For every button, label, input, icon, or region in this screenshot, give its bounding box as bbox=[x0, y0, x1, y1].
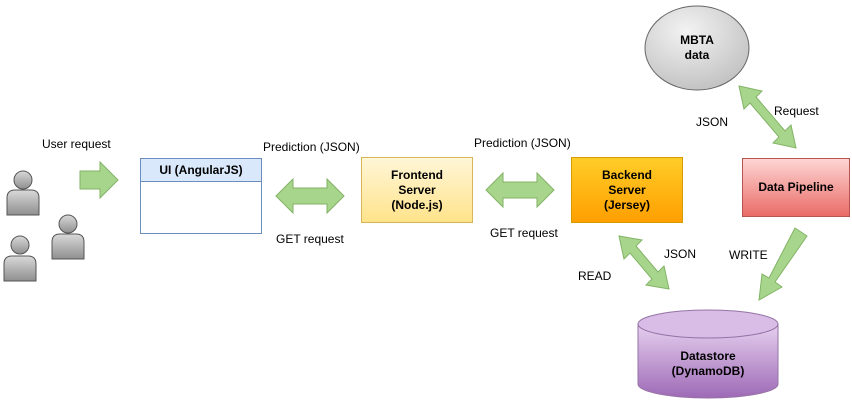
mbta-data-ellipse bbox=[644, 5, 750, 91]
mbta-json-label: JSON bbox=[696, 115, 729, 129]
backend-label-line1: Backend bbox=[601, 167, 653, 182]
pipeline-write-label: WRITE bbox=[729, 248, 768, 262]
frontend-label-line2: Server bbox=[398, 182, 436, 197]
datastore-label-line2: (DynamoDB) bbox=[671, 364, 745, 378]
user-icon bbox=[51, 214, 85, 260]
frontend-server-box bbox=[361, 157, 473, 223]
user-icon bbox=[3, 235, 37, 282]
mbta-data-label: MBTA data bbox=[645, 6, 749, 90]
data-pipeline-label: Data Pipeline bbox=[742, 158, 850, 217]
mbta-pipeline-double-arrow bbox=[738, 85, 797, 149]
backend-server-box bbox=[571, 157, 683, 223]
mbta-label-line2: data bbox=[684, 48, 710, 62]
ui-angularjs-title: UI (AngularJS) bbox=[159, 163, 243, 177]
frontend-label-line3: (Node.js) bbox=[391, 197, 443, 212]
frontend-backend-request-label: GET request bbox=[490, 226, 558, 240]
ui-frontend-request-label: GET request bbox=[276, 232, 344, 246]
backend-label-line2: Server bbox=[608, 182, 646, 197]
data-pipeline-box bbox=[742, 158, 850, 217]
ui-frontend-double-arrow bbox=[275, 177, 345, 215]
frontend-server-label: Frontend Server (Node.js) bbox=[361, 157, 473, 223]
user-request-arrow bbox=[79, 160, 119, 200]
backend-server-label: Backend Server (Jersey) bbox=[571, 157, 683, 223]
datastore-label: Datastore (DynamoDB) bbox=[638, 340, 778, 388]
data-pipeline-text: Data Pipeline bbox=[758, 180, 834, 194]
user-request-label: User request bbox=[42, 137, 111, 151]
frontend-backend-double-arrow bbox=[485, 171, 555, 209]
frontend-backend-response-label: Prediction (JSON) bbox=[474, 136, 571, 150]
pipeline-datastore-arrow bbox=[758, 227, 808, 301]
ui-frontend-response-label: Prediction (JSON) bbox=[263, 140, 360, 154]
datastore-cylinder bbox=[637, 309, 779, 399]
frontend-label-line1: Frontend bbox=[391, 167, 443, 182]
backend-json-label: JSON bbox=[664, 247, 697, 261]
backend-label-line3: (Jersey) bbox=[603, 197, 651, 212]
backend-read-label: READ bbox=[578, 269, 612, 283]
mbta-request-label: Request bbox=[774, 104, 819, 118]
mbta-label-line1: MBTA bbox=[680, 33, 714, 47]
user-icon bbox=[6, 170, 40, 216]
backend-datastore-double-arrow bbox=[618, 235, 670, 290]
datastore-label-line1: Datastore bbox=[680, 349, 736, 363]
ui-angularjs-box bbox=[140, 158, 262, 234]
